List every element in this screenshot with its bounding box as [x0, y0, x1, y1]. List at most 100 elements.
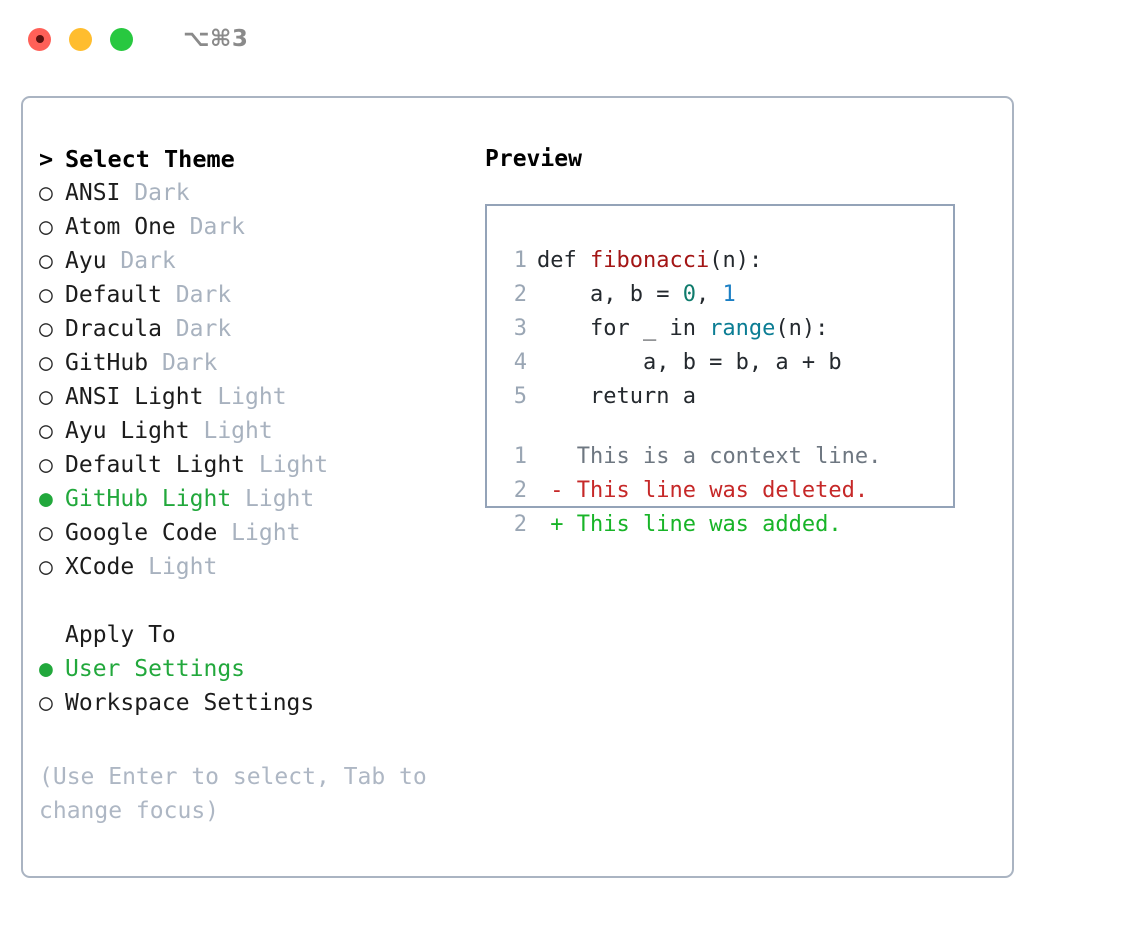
theme-kind-badge: Dark [161, 282, 232, 308]
code-line: 5 return a [501, 380, 953, 414]
theme-list-item[interactable]: ○ Default Dark [39, 278, 479, 312]
diff-line: 1 This is a context line. [501, 440, 953, 474]
theme-name: GitHub [65, 350, 149, 376]
theme-kind-badge: Light [134, 554, 218, 580]
radio-unselected-icon: ○ [39, 690, 53, 716]
diff-line-number: 2 [513, 478, 527, 503]
theme-name: Dracula [65, 316, 162, 342]
code-line-number: 2 [513, 282, 527, 307]
radio-unselected-icon: ○ [39, 452, 53, 478]
theme-list-panel: >Select Theme ○ANSI Dark○Atom One Dark○A… [39, 142, 479, 720]
code-line: 2 a, b = 0, 1 [501, 278, 953, 312]
keyboard-shortcut-label: ⌥⌘3 [183, 26, 249, 52]
code-token: a, b = [537, 282, 683, 307]
theme-list-item[interactable]: ○ GitHub Dark [39, 346, 479, 380]
code-line: 3 for _ in range(n): [501, 312, 953, 346]
preview-title: Preview [485, 146, 582, 172]
theme-name: XCode [65, 554, 135, 580]
theme-list-item[interactable]: ○ Ayu Light Light [39, 414, 479, 448]
theme-list-item[interactable]: ○ Dracula Dark [39, 312, 479, 346]
theme-list-item[interactable]: ○ Ayu Dark [39, 244, 479, 278]
radio-unselected-icon: ○ [39, 214, 53, 240]
diff-marker: - [537, 478, 564, 503]
code-line: 1 def fibonacci(n): [501, 244, 953, 278]
code-token: (n): [775, 316, 829, 341]
theme-name: Default Light [65, 452, 246, 478]
theme-kind-badge: Dark [120, 180, 190, 206]
code-line-number: 4 [513, 350, 527, 375]
theme-kind-badge: Light [231, 486, 315, 512]
code-token: a, b = b, a + b [537, 350, 842, 375]
diff-line-number: 2 [513, 512, 527, 537]
theme-list-item[interactable]: ○ Google Code Light [39, 516, 479, 550]
radio-unselected-icon: ○ [39, 418, 53, 444]
theme-name: Default [65, 282, 162, 308]
code-token: 0 [682, 282, 696, 307]
code-token: for _ in [537, 316, 710, 341]
diff-marker [537, 444, 564, 469]
theme-kind-badge: Dark [161, 316, 232, 342]
theme-name: Google Code [65, 520, 218, 546]
theme-name: ANSI Light [65, 384, 204, 410]
radio-unselected-icon: ○ [39, 520, 53, 546]
theme-kind-badge: Light [189, 418, 273, 444]
apply-to-option-label: User Settings [65, 656, 246, 682]
prompt-caret-icon: > [39, 145, 54, 173]
code-line-number: 1 [513, 248, 527, 273]
radio-unselected-icon: ○ [39, 384, 53, 410]
theme-kind-badge: Dark [148, 350, 218, 376]
theme-list-item[interactable]: ○ANSI Light Light [39, 380, 479, 414]
maximize-window-icon[interactable] [110, 27, 133, 51]
diff-marker: + [537, 512, 564, 537]
code-line-number: 5 [513, 384, 527, 409]
diff-text: This is a context line. [563, 444, 882, 469]
theme-list-item[interactable]: ● GitHub Light Light [39, 482, 479, 516]
minimize-window-icon[interactable] [69, 27, 92, 51]
theme-list-header: > Select Theme [39, 142, 479, 176]
theme-list: ○ANSI Dark○Atom One Dark○Ayu Dark○Defaul… [39, 176, 479, 584]
theme-kind-badge: Light [217, 520, 301, 546]
theme-list-item[interactable]: ○ XCode Light [39, 550, 479, 584]
radio-selected-icon: ● [39, 656, 53, 682]
radio-unselected-icon: ○ [39, 316, 53, 342]
theme-name: Ayu [65, 248, 107, 274]
diff-line-number: 1 [513, 444, 527, 469]
radio-unselected-icon: ○ [39, 180, 53, 206]
help-text: (Use Enter to select, Tab to change focu… [39, 764, 427, 824]
code-token: def [537, 248, 590, 273]
code-line-number: 3 [513, 316, 527, 341]
page-title: Select Theme [65, 145, 235, 173]
radio-unselected-icon: ○ [39, 350, 53, 376]
radio-unselected-icon: ○ [39, 282, 53, 308]
title-bar: ⌥⌘3 [0, 0, 1140, 78]
theme-name: Atom One [65, 214, 176, 240]
theme-kind-badge: Dark [175, 214, 246, 240]
window-controls [28, 27, 133, 51]
diff-line: 2 + This line was added. [501, 508, 953, 542]
theme-name: Ayu Light [65, 418, 190, 444]
preview-panel-header: Preview [485, 142, 582, 176]
code-token: (n): [709, 248, 763, 273]
apply-to-option[interactable]: ○Workspace Settings [39, 686, 479, 720]
diff-sample: 1 This is a context line.2 - This line w… [487, 414, 953, 542]
theme-list-item[interactable]: ○ Default Light Light [39, 448, 479, 482]
code-token: fibonacci [589, 248, 710, 273]
theme-name: GitHub Light [65, 486, 232, 512]
radio-unselected-icon: ○ [39, 248, 53, 274]
apply-to-option[interactable]: ● User Settings [39, 652, 479, 686]
code-line: 4 a, b = b, a + b [501, 346, 953, 380]
code-token: range [709, 316, 776, 341]
section-spacer [39, 584, 479, 618]
diff-line: 2 - This line was deleted. [501, 474, 953, 508]
theme-kind-badge: Light [245, 452, 329, 478]
diff-text: This line was added. [563, 512, 842, 537]
theme-kind-badge: Dark [106, 248, 176, 274]
theme-list-item[interactable]: ○ANSI Dark [39, 176, 479, 210]
close-window-icon[interactable] [28, 27, 51, 51]
theme-list-item[interactable]: ○ Atom One Dark [39, 210, 479, 244]
radio-unselected-icon: ○ [39, 554, 53, 580]
radio-selected-icon: ● [39, 486, 53, 512]
